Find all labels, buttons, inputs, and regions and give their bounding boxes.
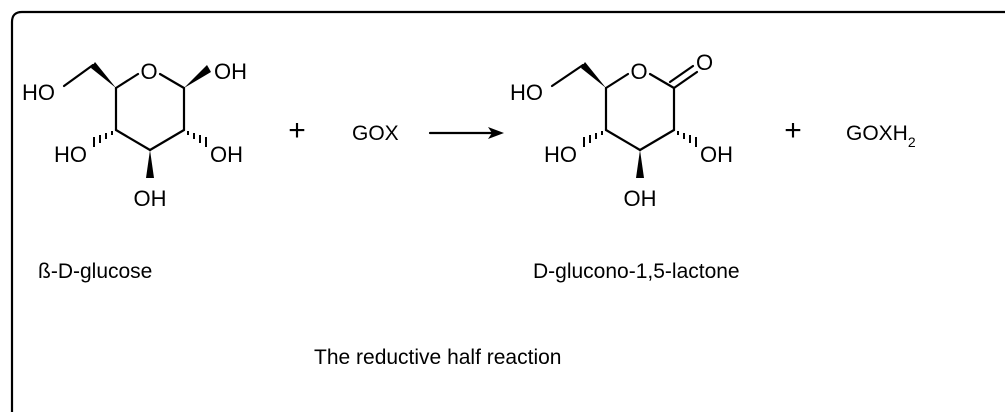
double-bond: [672, 70, 699, 90]
bond: [114, 72, 140, 90]
atom-label: OH: [214, 59, 247, 84]
enzyme-oxidized: GOX: [352, 122, 399, 145]
wedge-bond: [636, 150, 644, 178]
bond: [604, 72, 630, 90]
atom-label: O: [630, 59, 647, 84]
bond: [638, 128, 676, 152]
bond: [550, 63, 585, 88]
reactant-name: ß-D-glucose: [38, 260, 152, 283]
atom-label: OH: [210, 142, 243, 167]
atom-label: HO: [544, 142, 577, 167]
enzyme-reduced-base: GOXH: [846, 122, 908, 145]
hash-bond: [583, 131, 603, 147]
atom-label: OH: [624, 186, 657, 211]
bond: [648, 72, 676, 90]
hash-bond: [93, 131, 113, 147]
hash-bond: [187, 131, 207, 147]
wedge-bond: [581, 62, 606, 88]
bond: [62, 63, 95, 88]
atom-label: OH: [700, 142, 733, 167]
atom-label: HO: [54, 142, 87, 167]
enzyme-reduced: GOXH2: [846, 122, 916, 150]
atom-label: OH: [134, 186, 167, 211]
enzyme-reduced-subscript: 2: [908, 134, 916, 150]
product-name: D-glucono-1,5-lactone: [533, 260, 740, 283]
reaction-arrow: [428, 127, 504, 139]
atom-label: HO: [510, 80, 543, 105]
caption: The reductive half reaction: [314, 346, 561, 369]
plus-sign: +: [288, 114, 306, 147]
wedge-bond: [146, 150, 154, 178]
bond: [158, 72, 186, 90]
hash-bond: [677, 131, 697, 147]
lactone-structure: O O HO HO OH OH: [510, 50, 733, 211]
frame-border: [10, 10, 1005, 412]
bond: [604, 128, 642, 152]
wedge-bond: [184, 65, 211, 88]
wedge-bond: [91, 62, 116, 88]
atom-label: HO: [22, 80, 55, 105]
plus-sign: +: [784, 114, 802, 147]
bond: [114, 128, 152, 152]
double-bond: [668, 64, 695, 84]
atom-label: O: [140, 59, 157, 84]
bond: [148, 128, 186, 152]
glucose-structure: O OH HO HO OH OH: [22, 59, 247, 211]
atom-label: O: [696, 50, 713, 75]
